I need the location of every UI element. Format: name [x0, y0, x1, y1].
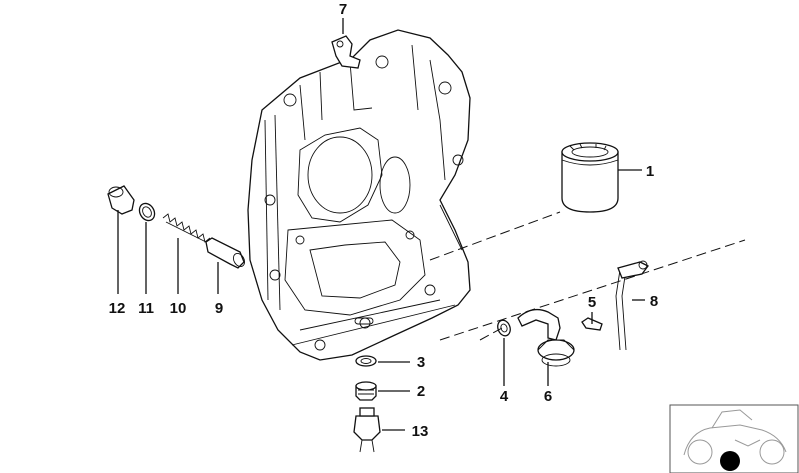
callout-6: 6 — [544, 388, 552, 405]
callout-8: 8 — [650, 293, 658, 310]
part-3-washer — [355, 355, 377, 367]
callout-5: 5 — [588, 294, 596, 311]
callout-2: 2 — [417, 383, 425, 400]
leader-lines — [117, 18, 645, 431]
part-1-oil-filter — [561, 142, 619, 213]
part-2-drain-plug — [355, 381, 377, 401]
part-11-sealing-ring — [138, 202, 156, 222]
callout-11: 11 — [138, 300, 154, 317]
callout-labels: 7 1 12 11 10 9 3 2 13 4 6 5 8 — [109, 1, 659, 440]
callout-10: 10 — [170, 300, 187, 317]
callout-1: 1 — [646, 163, 654, 180]
part-9-piston — [205, 237, 246, 269]
part-7-elbow-fitting — [331, 35, 361, 69]
callout-7: 7 — [339, 1, 347, 18]
part-13-sensor — [353, 407, 381, 453]
assembly-dash-lines — [429, 211, 746, 341]
callout-3: 3 — [417, 354, 425, 371]
locator-marker — [720, 451, 740, 471]
part-10-spring — [162, 213, 211, 244]
callout-13: 13 — [412, 423, 429, 440]
part-6-oil-pickup — [517, 308, 575, 367]
callout-9: 9 — [215, 300, 223, 317]
part-12-plug — [107, 185, 135, 215]
callout-4: 4 — [500, 388, 509, 405]
callout-12: 12 — [109, 300, 126, 317]
engine-housing — [247, 29, 471, 361]
part-8-dipstick-tube — [615, 260, 649, 351]
motorcycle-locator-icon — [669, 404, 799, 473]
